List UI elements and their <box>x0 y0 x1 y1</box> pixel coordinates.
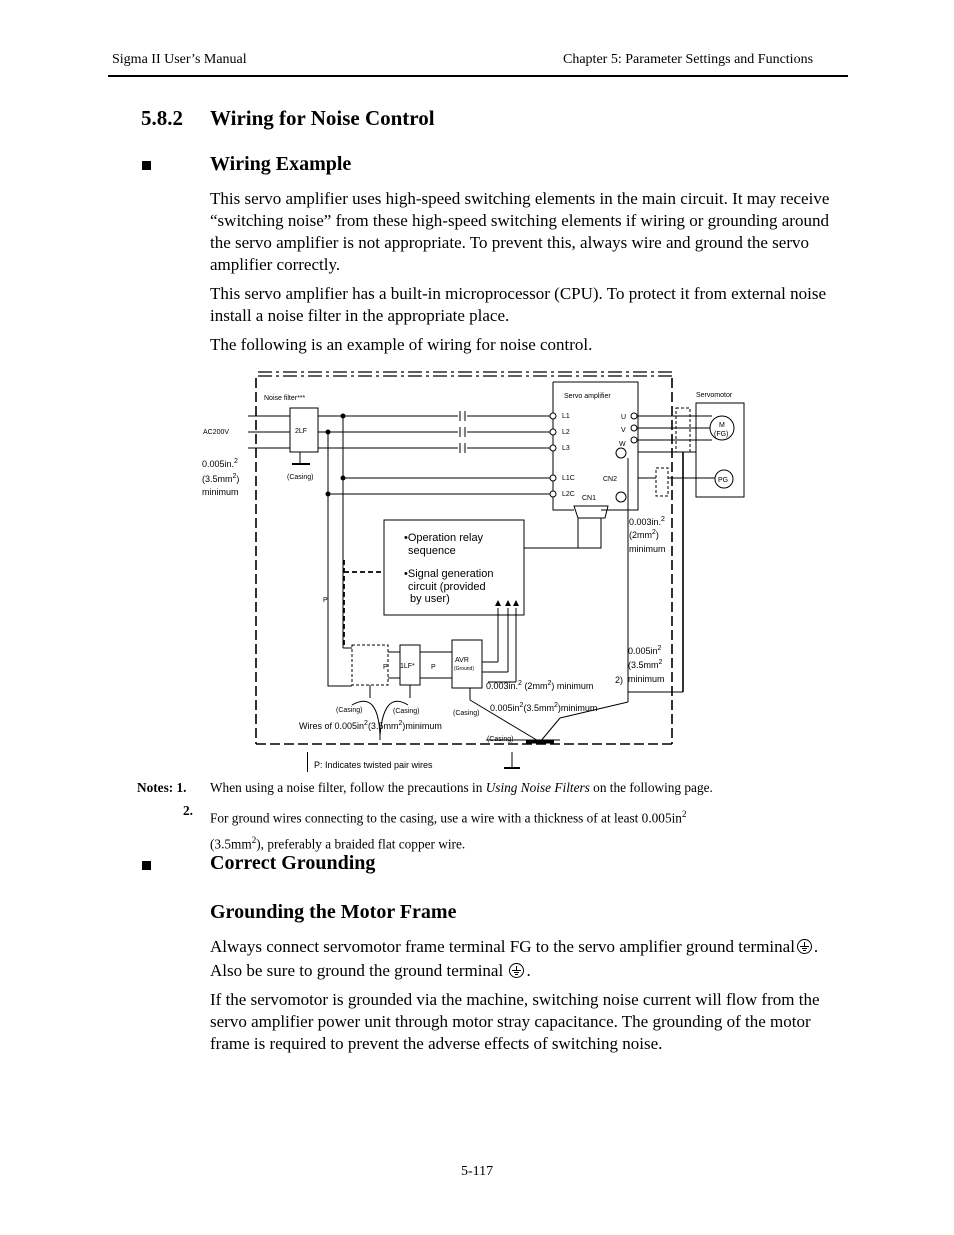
cn1-label: CN1 <box>582 495 596 502</box>
twisted-pair-p-label: P <box>323 597 328 604</box>
casing-label: (Casing) <box>287 474 313 481</box>
servomotor-label: Servomotor <box>696 392 733 399</box>
bullet-square-icon <box>142 861 151 870</box>
casing-label: (Casing) <box>487 736 513 743</box>
wiring-example-body: This servo amplifier uses high-speed swi… <box>210 188 842 356</box>
casing-label: (Casing) <box>336 707 362 714</box>
wires-of-label: Wires of 0.005in2(3.5mm2)minimum <box>299 720 442 731</box>
wire-left-label: minimum <box>202 487 239 497</box>
wire-bottom1-label: 0.003in.2 (2mm2) minimum <box>486 680 593 691</box>
terminal-l2c: L2C <box>562 491 575 498</box>
paragraph: Always connect servomotor frame terminal… <box>210 937 819 980</box>
paragraph: This servo amplifier has a built-in micr… <box>210 284 827 325</box>
casing-label: (Casing) <box>453 710 479 717</box>
avr-label: AVR <box>455 657 469 664</box>
servo-amplifier-label: Servo amplifier <box>564 393 611 400</box>
paragraph: The following is an example of wiring fo… <box>210 335 593 354</box>
cn2-label: CN2 <box>603 476 617 483</box>
wire-right2-label: minimum <box>628 674 665 684</box>
terminal-l3: L3 <box>562 445 570 452</box>
ground-symbol-icon <box>796 939 812 954</box>
section-number: 5.8.2 <box>141 106 183 130</box>
terminal-l2: L2 <box>562 429 570 436</box>
signal-circuit-label: by user) <box>410 593 450 605</box>
header-rule <box>108 75 848 77</box>
filter-1lf-label: 1LF* <box>400 663 415 670</box>
note-2: For ground wires connecting to the casin… <box>210 809 687 852</box>
header-chapter-title: Chapter 5: Parameter Settings and Functi… <box>563 52 814 67</box>
twisted-pair-p-label: P <box>431 664 436 671</box>
twisted-pair-p-label: P <box>383 664 388 671</box>
noise-filter-label: Noise filter*** <box>264 395 306 402</box>
grounding-body: Always connect servomotor frame terminal… <box>210 935 842 1055</box>
bullet-square-icon <box>142 161 151 170</box>
terminal-l1c: L1C <box>562 475 575 482</box>
pg-label: PG <box>718 477 728 484</box>
grounding-motor-frame-heading: Grounding the Motor Frame <box>210 901 457 923</box>
note-1: When using a noise filter, follow the pr… <box>210 780 713 795</box>
paragraph: If the servomotor is grounded via the ma… <box>210 990 820 1053</box>
wire-bottom2-label: 0.005in2(3.5mm2)minimum <box>490 702 597 713</box>
wire-left-label: (3.5mm2) <box>202 473 239 484</box>
casing-label: (Casing) <box>393 708 419 715</box>
twisted-pair-legend: P: Indicates twisted pair wires <box>314 760 433 770</box>
header-manual-title: Sigma II User’s Manual <box>112 52 247 67</box>
wiring-example-heading: Wiring Example <box>210 153 352 175</box>
paragraph: This servo amplifier uses high-speed swi… <box>210 189 830 274</box>
terminal-w: W <box>619 441 626 448</box>
page-number: 5-117 <box>461 1164 494 1179</box>
avr-ground-label: (Ground) <box>454 666 474 672</box>
section-title: Wiring for Noise Control <box>210 106 435 130</box>
correct-grounding-heading: Correct Grounding <box>210 852 376 874</box>
wire-right1-label: (2mm2) <box>629 529 659 540</box>
terminal-u: U <box>621 414 626 421</box>
terminal-l1: L1 <box>562 413 570 420</box>
noise-control-wiring-diagram: Noise filter*** Servo amplifier Servomot… <box>202 371 745 772</box>
terminal-v: V <box>621 427 626 434</box>
wire-right1-label: 0.003in.2 <box>629 516 665 527</box>
relay-sequence-label: sequence <box>408 545 456 557</box>
wire-right1-label: minimum <box>629 544 666 554</box>
ground-symbol-icon <box>509 963 525 978</box>
wire-right2-label: (3.5mm2 <box>628 659 663 670</box>
filter-2lf-label: 2LF <box>295 428 307 435</box>
notes-label: Notes: 1. <box>137 780 187 795</box>
relay-sequence-label: •Operation relay <box>404 532 484 544</box>
motor-m-label: M <box>719 422 725 429</box>
ac200v-label: AC200V <box>203 429 229 436</box>
wire-left-label: 0.005in.2 <box>202 458 238 469</box>
signal-circuit-label: •Signal generation <box>404 568 493 580</box>
wire-right2-label: 0.005in2 <box>628 645 662 656</box>
wire-right2-label: 2) <box>615 675 623 685</box>
motor-fg-label: (FG) <box>714 431 728 438</box>
note-2-number: 2. <box>183 803 193 818</box>
signal-circuit-label: circuit (provided <box>408 581 486 593</box>
